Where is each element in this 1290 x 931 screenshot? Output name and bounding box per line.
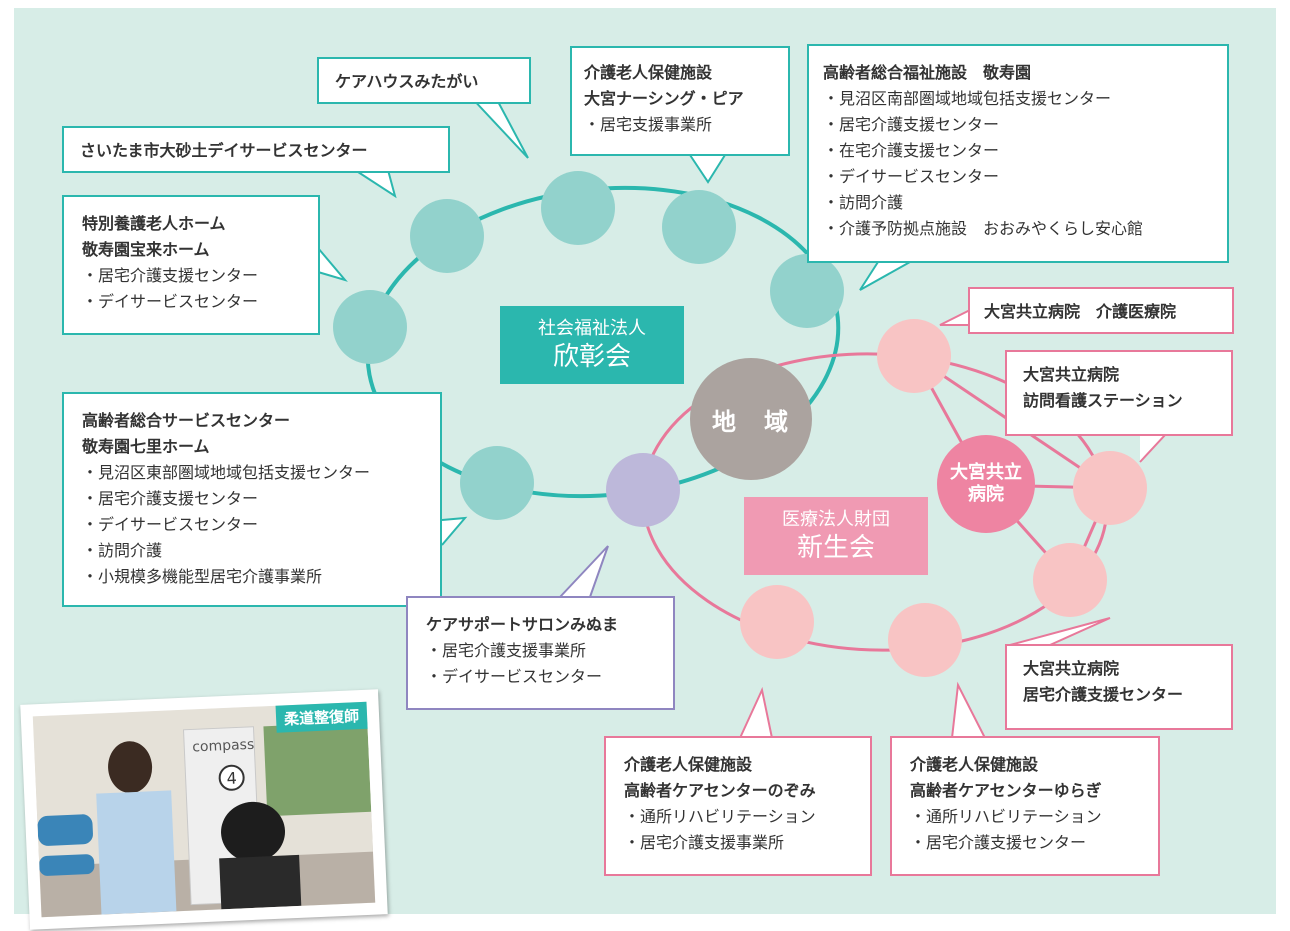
box-salon: ケアサポートサロンみぬま ・居宅介護支援事業所 ・デイサービスセンター [406,596,675,710]
box-houmon: 大宮共立病院 訪問看護ステーション [1005,350,1233,436]
keijuen-item: ・介護予防拠点施設 おおみやくらし安心館 [823,219,1144,238]
node-nursing-pia [662,190,736,264]
nanasato-item: ・訪問介護 [82,541,163,560]
node-yuragi [888,603,962,677]
kyotaku-title1: 大宮共立病院 [1023,659,1120,678]
nozomi-item: ・通所リハビリテーション [624,807,816,826]
box-horai: 特別養護老人ホーム 敬寿園宝来ホーム ・居宅介護支援センター ・デイサービスセン… [62,195,320,335]
nozomi-title2: 高齢者ケアセンターのぞみ [624,781,816,800]
houmon-title1: 大宮共立病院 [1023,365,1120,384]
daycenter-title: さいたま市大砂土デイサービスセンター [80,141,368,160]
keijuen-item: ・在宅介護支援センター [823,141,1000,160]
nanasato-item: ・小規模多機能型居宅介護事業所 [82,567,323,586]
box-yuragi: 介護老人保健施設 高齢者ケアセンターゆらぎ ・通所リハビリテーション ・居宅介護… [890,736,1160,876]
keijuen-item: ・訪問介護 [823,193,904,212]
nursing-pia-title1: 介護老人保健施設 [584,63,713,82]
nozomi-item: ・居宅介護支援事業所 [624,833,785,852]
hospital-hub-line1: 大宮共立 [950,462,1022,483]
horai-title1: 特別養護老人ホーム [82,214,226,233]
node-daycenter [410,199,484,273]
horai-item: ・デイサービスセンター [82,292,259,311]
houmon-title2: 訪問看護ステーション [1023,391,1183,410]
node-horai [333,290,407,364]
yuragi-item: ・居宅介護支援センター [910,833,1087,852]
box-nursing-pia: 介護老人保健施設 大宮ナーシング・ピア ・居宅支援事業所 [570,46,790,156]
nanasato-item: ・居宅介護支援センター [82,489,259,508]
box-nozomi: 介護老人保健施設 高齢者ケアセンターのぞみ ・通所リハビリテーション ・居宅介護… [604,736,872,876]
salon-title: ケアサポートサロンみぬま [426,615,619,634]
photo-tag: 柔道整復師 [275,701,368,733]
hospital-hub-line2: 病院 [968,484,1004,505]
photo-machine-number: 4 [226,769,237,788]
keijuen-title: 高齢者総合福祉施設 敬寿園 [823,63,1032,82]
nursing-pia-item: ・居宅支援事業所 [584,115,713,134]
salon-item: ・居宅介護支援事業所 [426,641,587,660]
photo-image: 4 compass [32,701,376,918]
iryoin-title: 大宮共立病院 介護医療院 [984,302,1177,321]
node-nanasato [460,446,534,520]
pink-group-line1: 医療法人財団 [782,509,890,530]
horai-title2: 敬寿園宝来ホーム [82,240,210,259]
node-salon [606,453,680,527]
box-keijuen: 高齢者総合福祉施設 敬寿園 ・見沼区南部圏域地域包括支援センター ・居宅介護支援… [807,44,1229,263]
yuragi-title1: 介護老人保健施設 [910,755,1039,774]
box-kyotaku: 大宮共立病院 居宅介護支援センター [1005,644,1233,730]
pink-group-label: 医療法人財団 新生会 [744,497,928,575]
nanasato-item: ・デイサービスセンター [82,515,259,534]
hospital-hub: 大宮共立 病院 [937,435,1035,533]
carehouse-title: ケアハウスみたがい [335,72,479,91]
nanasato-title1: 高齢者総合サービスセンター [82,411,291,430]
nursing-pia-title2: 大宮ナーシング・ピア [584,89,744,108]
node-keijuen [770,254,844,328]
node-carehouse [541,171,615,245]
pink-group-line2: 新生会 [796,533,875,563]
node-iryoin [877,319,951,393]
kyotaku-title2: 居宅介護支援センター [1023,685,1184,704]
node-kyotaku [1033,543,1107,617]
keijuen-item: ・見沼区南部圏域地域包括支援センター [823,89,1112,108]
box-iryoin: 大宮共立病院 介護医療院 [968,287,1234,334]
nozomi-title1: 介護老人保健施設 [624,755,753,774]
photo-illustration: 4 compass [32,701,376,918]
teal-group-line2: 欣彰会 [552,342,631,372]
yuragi-title2: 高齢者ケアセンターゆらぎ [910,781,1102,800]
box-nanasato: 高齢者総合サービスセンター 敬寿園七里ホーム ・見沼区東部圏域地域包括支援センタ… [62,392,442,607]
horai-item: ・居宅介護支援センター [82,266,259,285]
photo-judo-therapist: 4 compass 柔道整復師 [20,689,388,930]
box-daycenter: さいたま市大砂土デイサービスセンター [62,126,450,173]
keijuen-item: ・居宅介護支援センター [823,115,1000,134]
region-label: 地 域 [712,407,790,436]
yuragi-item: ・通所リハビリテーション [910,807,1102,826]
nanasato-title2: 敬寿園七里ホーム [82,437,210,456]
bubble-tails [317,95,1168,739]
box-carehouse: ケアハウスみたがい [317,57,531,104]
teal-group-line1: 社会福祉法人 [538,318,646,339]
nanasato-item: ・見沼区東部圏域地域包括支援センター [82,463,371,482]
keijuen-item: ・デイサービスセンター [823,167,1000,186]
node-nozomi [740,585,814,659]
node-houmon [1073,451,1147,525]
region-hub: 地 域 [690,358,812,480]
photo-machine-label: compass [192,737,255,756]
salon-item: ・デイサービスセンター [426,667,603,686]
teal-group-label: 社会福祉法人 欣彰会 [500,306,684,384]
